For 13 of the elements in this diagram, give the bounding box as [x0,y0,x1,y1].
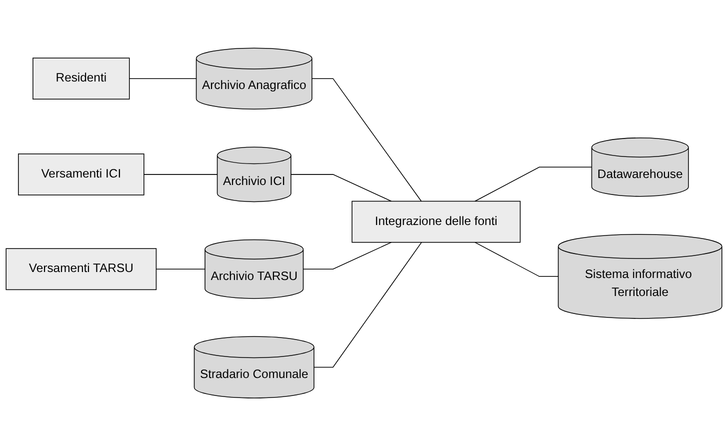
node-box: Versamenti TARSU [6,248,157,290]
connector [312,78,422,202]
connector [474,242,559,278]
node-box: Integrazione delle fonti [352,201,521,244]
node-box: Versamenti ICI [18,154,144,196]
connector [290,174,392,202]
node-box: Residenti [32,58,130,100]
connector [129,78,197,80]
connector [474,167,592,202]
connector [156,269,206,270]
connector [144,174,218,176]
connector [302,242,392,270]
connector [314,242,422,368]
